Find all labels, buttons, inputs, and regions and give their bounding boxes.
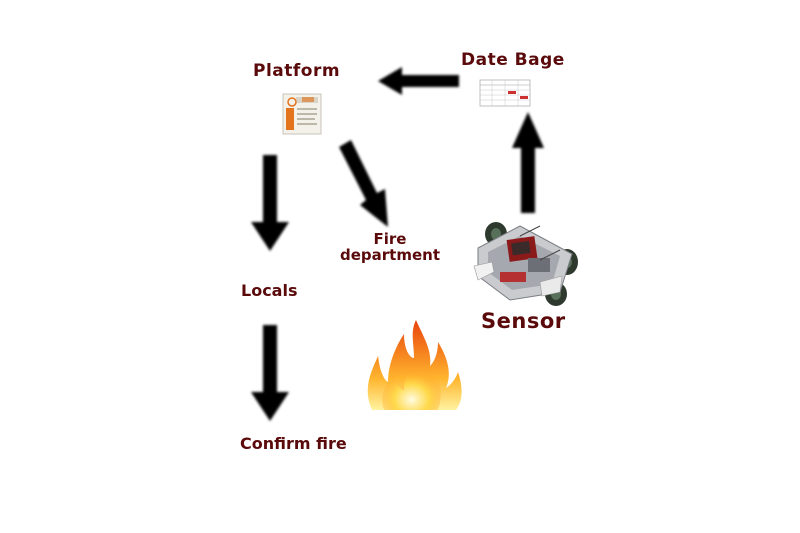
platform-thumbnail [282,93,322,135]
confirm-fire-label: Confirm fire [240,434,347,453]
fire-department-label: Fire department [330,230,450,264]
arrow-platform-to-fire-department [339,140,388,227]
arrow-datebage-to-platform [378,67,459,95]
fire-department-label-line1: Fire [373,230,407,248]
platform-label: Platform [253,61,341,81]
date-bage-label: Date Bage [461,50,565,70]
locals-label: Locals [241,281,298,300]
arrow-platform-to-locals [251,155,289,251]
sensor-robot-image [473,222,578,306]
date-bage-thumbnail [479,79,531,107]
fire-department-label-line2: department [340,245,440,264]
arrow-sensor-to-datebage [512,112,544,213]
fire-image [367,320,462,410]
sensor-label: Sensor [481,309,566,333]
arrow-locals-to-confirm-fire [251,325,289,421]
